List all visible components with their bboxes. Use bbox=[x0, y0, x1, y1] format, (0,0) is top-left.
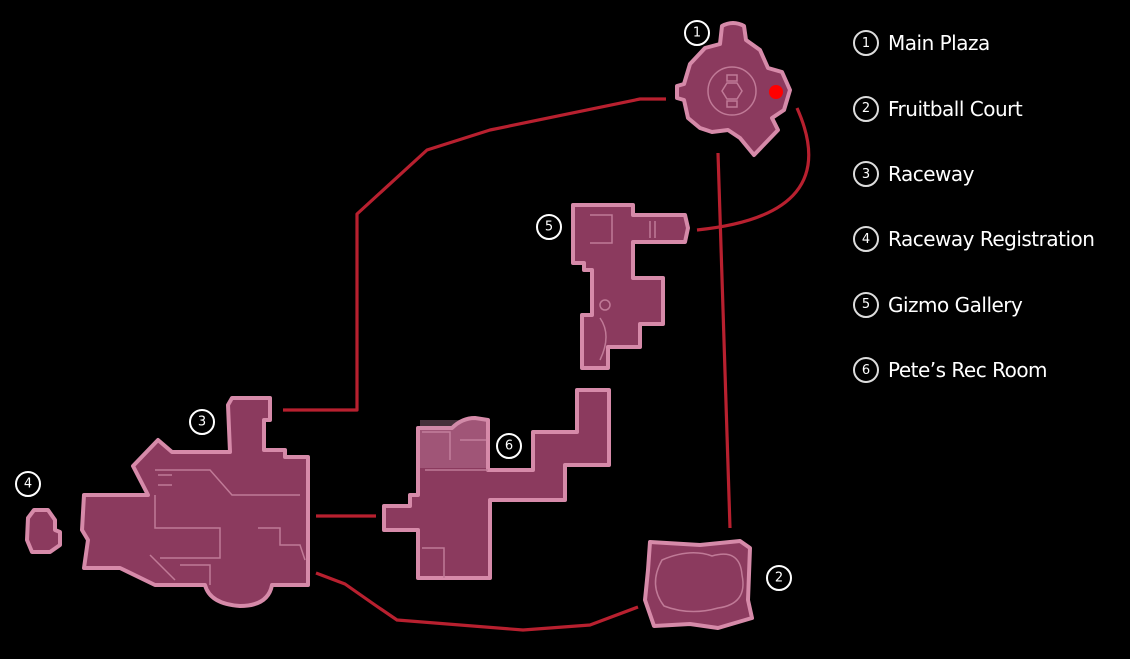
route-plaza-raceway bbox=[283, 97, 666, 412]
svg-text:6: 6 bbox=[505, 439, 513, 454]
room-fruitball-court[interactable] bbox=[643, 539, 754, 630]
route-plaza-gizmo bbox=[696, 107, 811, 232]
legend-number: 2 bbox=[853, 95, 879, 122]
svg-text:5: 5 bbox=[545, 220, 553, 235]
route-plaza-fruitball bbox=[716, 152, 732, 529]
svg-text:3: 3 bbox=[198, 415, 206, 430]
map-marker-6[interactable]: 6 bbox=[496, 433, 522, 459]
room-petes-rec-room[interactable] bbox=[382, 388, 611, 580]
svg-text:2: 2 bbox=[775, 571, 783, 586]
legend-label: Pete’s Rec Room bbox=[888, 358, 1048, 382]
legend-item-petes-rec-room[interactable]: 6 Pete’s Rec Room bbox=[853, 355, 1094, 385]
legend-item-main-plaza[interactable]: 1 Main Plaza bbox=[853, 28, 1094, 58]
legend-number: 6 bbox=[853, 357, 879, 383]
map-marker-3[interactable]: 3 bbox=[189, 409, 215, 435]
current-location-marker bbox=[769, 85, 783, 99]
map-marker-4[interactable]: 4 bbox=[15, 471, 41, 497]
legend-item-fruitball-court[interactable]: 2 Fruitball Court bbox=[853, 94, 1094, 124]
legend-label: Raceway bbox=[888, 162, 974, 186]
legend-number: 4 bbox=[853, 226, 879, 252]
room-gizmo-gallery[interactable] bbox=[571, 203, 690, 370]
legend-item-raceway-registration[interactable]: 4 Raceway Registration bbox=[853, 224, 1095, 254]
svg-text:1: 1 bbox=[693, 26, 701, 41]
legend-label: Fruitball Court bbox=[888, 96, 1023, 121]
legend-number: 5 bbox=[853, 291, 879, 318]
room-raceway[interactable] bbox=[80, 396, 310, 608]
svg-text:4: 4 bbox=[24, 477, 32, 492]
legend-label: Raceway Registration bbox=[888, 227, 1095, 251]
map-marker-5[interactable]: 5 bbox=[536, 214, 562, 240]
legend-label: Gizmo Gallery bbox=[888, 292, 1023, 317]
legend-label: Main Plaza bbox=[888, 31, 990, 55]
legend-item-raceway[interactable]: 3 Raceway bbox=[853, 159, 1094, 189]
legend-number: 3 bbox=[853, 161, 879, 187]
room-raceway-registration[interactable] bbox=[25, 508, 62, 554]
room-main-plaza[interactable] bbox=[675, 21, 792, 157]
legend-number: 1 bbox=[853, 30, 879, 56]
map-marker-2[interactable]: 2 bbox=[766, 565, 792, 591]
map-marker-1[interactable]: 1 bbox=[684, 20, 710, 46]
routes bbox=[283, 97, 811, 632]
legend-item-gizmo-gallery[interactable]: 5 Gizmo Gallery bbox=[853, 290, 1094, 320]
route-raceway-fruitball bbox=[315, 571, 639, 632]
